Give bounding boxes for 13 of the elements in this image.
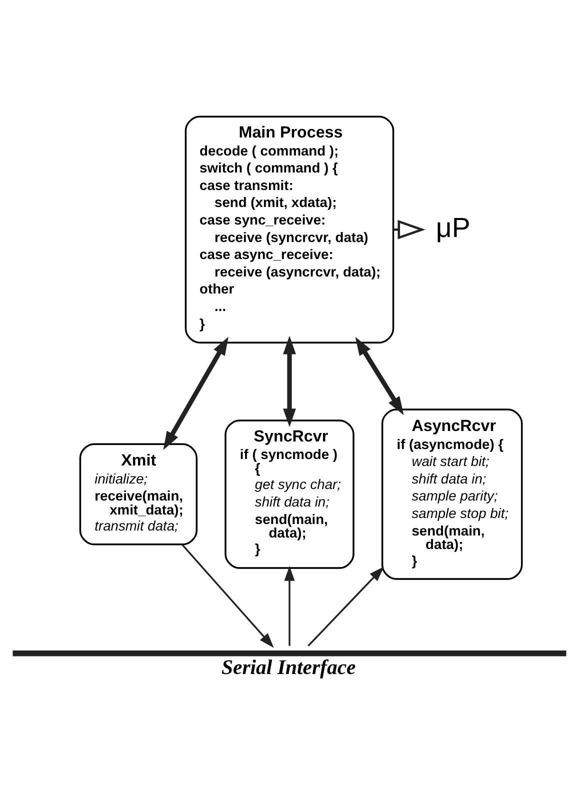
arrow <box>284 566 295 646</box>
arrow <box>355 336 404 416</box>
node-label: Serial Interface <box>221 657 356 680</box>
arrow <box>163 336 228 450</box>
node-box: AsyncRcvr if (asyncmode) { wait start bit; shift data in; sample parity; sample stop bit; send(main, data); } <box>381 408 523 580</box>
node-box: SyncRcvr if ( syncmode ) { get sync char; shift data in; send(main, data); } <box>224 420 354 569</box>
node-box <box>12 650 566 656</box>
arrow <box>181 544 274 648</box>
arrow <box>283 336 296 428</box>
node-box: Main Process decode ( command ); switch ( command ) { case transmit: send (xmit, xdata); case sync_receive: receive (syncrcvr, data) case async_receive: receive (asyncrcvr, data); other ... } <box>184 116 394 344</box>
node-box: Xmit initialize; receive(main, xmit_data); transmit data; <box>79 443 198 546</box>
node-text: μP <box>436 212 470 243</box>
arrow <box>308 566 384 646</box>
